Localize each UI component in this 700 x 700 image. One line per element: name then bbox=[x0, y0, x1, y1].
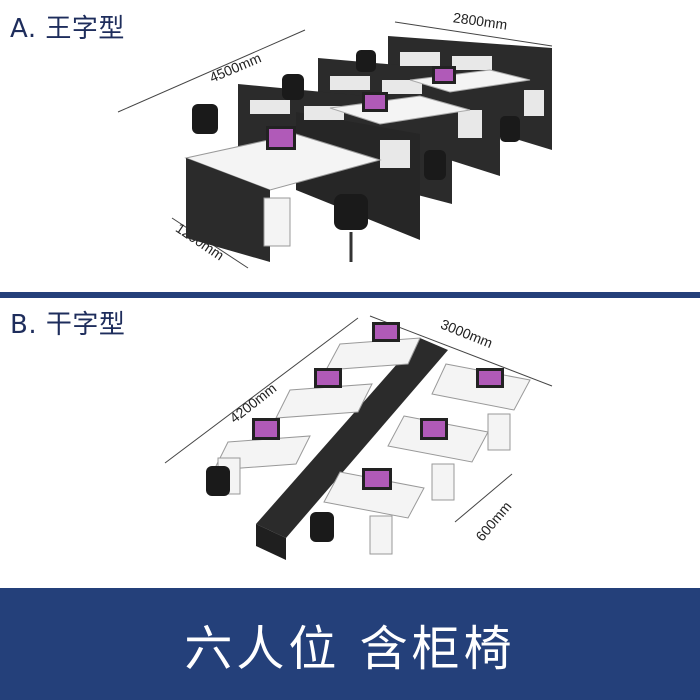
bottom-banner: 六人位 含柜椅 bbox=[0, 588, 700, 700]
desks bbox=[184, 69, 531, 262]
section-b-gan-layout: B. 干字型 4200mm 3000mm 600mm bbox=[0, 298, 700, 588]
gan-layout-illustration: 4200mm 3000mm 600mm bbox=[164, 315, 553, 560]
section-a-wang-layout: A. 王字型 4500mm 2800mm 1200mm bbox=[0, 0, 700, 292]
section-a-label: A. 王字型 bbox=[10, 14, 125, 44]
monitors bbox=[252, 322, 504, 490]
section-divider bbox=[0, 292, 700, 298]
chairs bbox=[206, 466, 334, 542]
dim-depth-a: 2800mm bbox=[452, 9, 508, 32]
chairs bbox=[192, 50, 520, 262]
dimension-lines bbox=[164, 315, 553, 523]
wang-layout-illustration: 4500mm 2800mm 1200mm bbox=[117, 9, 553, 269]
monitors bbox=[266, 66, 456, 150]
dim-length-a: 4500mm bbox=[207, 50, 263, 86]
central-spine bbox=[256, 338, 448, 560]
banner-text: 六人位 含柜椅 bbox=[184, 621, 516, 677]
dim-width-b: 600mm bbox=[472, 498, 514, 544]
section-b-label: B. 干字型 bbox=[10, 310, 126, 340]
